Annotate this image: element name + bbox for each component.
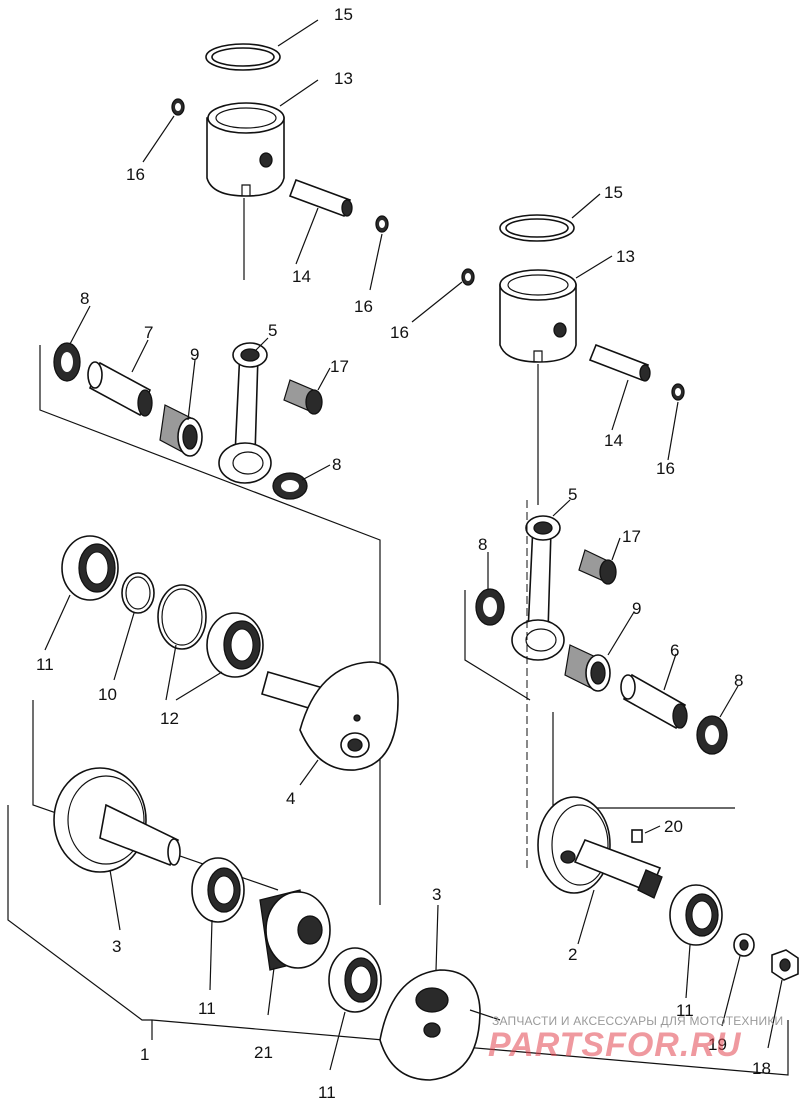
piston-pin-upper-left (288, 178, 353, 218)
needle-bearing-large-left (159, 404, 203, 457)
callout-nut: 18 (752, 1059, 771, 1078)
crankshaft-nut (771, 949, 799, 981)
woodruff-key (631, 829, 643, 843)
callout-rod-right: 5 (568, 485, 577, 504)
callout-flywheel-right: 3 (432, 885, 441, 904)
callout-bearing-large-right: 9 (632, 599, 641, 618)
main-bearing-left-top (61, 535, 119, 601)
callout-rod-left: 5 (268, 321, 277, 340)
circlip-upper-left-a (171, 98, 185, 116)
callout-key: 20 (664, 817, 683, 836)
callout-shaft: 2 (568, 945, 577, 964)
callout-bearing-left-top: 11 (36, 655, 54, 674)
callout-washer-left-a: 8 (80, 289, 89, 308)
flywheel-half-3-right (379, 969, 501, 1081)
leader-lines (44, 19, 783, 1071)
callout-pin-upper-right: 14 (604, 431, 623, 450)
lock-washer (733, 933, 755, 957)
piston-upper-right (499, 269, 577, 363)
thrust-washer-right-a (475, 588, 505, 626)
connecting-rod-left (218, 342, 272, 484)
callout-circlip-upper-right-b: 16 (656, 459, 675, 478)
crankshaft-half-2 (537, 796, 663, 899)
callout-seal: 21 (254, 1043, 273, 1062)
callout-crankpin-left: 7 (144, 323, 153, 342)
needle-bearing-small-left (283, 379, 323, 415)
main-bearing-bottom-c (669, 884, 723, 946)
callout-washer-right-a: 8 (478, 535, 487, 554)
watermark-logo: PARTSFOR.RU (488, 1026, 742, 1064)
shim-ring (121, 572, 155, 614)
piston-ring-upper-left (205, 43, 281, 71)
callout-washer: 19 (708, 1035, 727, 1054)
group-bracket-bottom-left (32, 700, 279, 891)
callout-flywheel-left: 3 (112, 937, 121, 956)
thrust-washer-right-b (696, 715, 728, 755)
callout-piston-upper-right: 13 (616, 247, 635, 266)
flywheel-half-4 (261, 661, 399, 771)
callout-washer-left-b: 8 (332, 455, 341, 474)
group-bracket-right-rod (464, 590, 531, 701)
flywheel-half-3-left (53, 767, 181, 873)
callout-piston-upper-left: 13 (334, 69, 353, 88)
callout-washer-right-b: 8 (734, 671, 743, 690)
callout-circlip-upper-left-b: 16 (354, 297, 373, 316)
connecting-rod-right (511, 515, 565, 661)
callout-bearing-large-left: 9 (190, 345, 199, 364)
callout-bearing-small-left: 17 (330, 357, 349, 376)
circlip-upper-right-a (461, 268, 475, 286)
needle-bearing-large-right (564, 644, 611, 692)
piston-upper-left (206, 102, 285, 197)
piston-ring-upper-right (499, 214, 575, 242)
callout-ring-upper-left: 15 (334, 5, 353, 24)
callout-pin-upper-left: 14 (292, 267, 311, 286)
callout-rings: 12 (160, 709, 179, 728)
bearing-crank-left (206, 612, 264, 678)
needle-bearing-small-right (578, 549, 617, 585)
thrust-washer-left-a (53, 342, 81, 382)
callout-flywheel-4: 4 (286, 789, 295, 808)
main-bearing-bottom-b (328, 947, 382, 1013)
callout-bearing-a: 11 (198, 999, 216, 1018)
retaining-rings (157, 584, 207, 650)
crankpin-right (620, 673, 688, 730)
assembly-bracket-1 (7, 805, 789, 1076)
crankpin-left (87, 361, 153, 417)
labyrinth-seal (259, 889, 331, 971)
callout-bearing-b: 11 (318, 1083, 336, 1102)
watermark-tagline: ЗАПЧАСТИ И АКСЕССУАРЫ ДЛЯ МОТОТЕХНИКИ (492, 1014, 784, 1028)
callout-shim: 10 (98, 685, 117, 704)
circlip-upper-left-b (375, 215, 389, 233)
circlip-upper-right-b (671, 383, 685, 401)
callout-circlip-upper-right-a: 16 (390, 323, 409, 342)
piston-pin-upper-right (588, 343, 651, 382)
main-bearing-bottom-a (191, 857, 245, 923)
thrust-washer-left-b (272, 472, 308, 500)
callout-bearing-small-right: 17 (622, 527, 641, 546)
callout-crankpin-right: 6 (670, 641, 679, 660)
callout-circlip-upper-left-a: 16 (126, 165, 145, 184)
callout-assembly: 1 (140, 1045, 149, 1064)
callout-bearing-c: 11 (676, 1001, 694, 1020)
callout-labels: 15 13 16 14 16 15 13 16 14 16 8 7 9 5 17… (36, 5, 771, 1102)
callout-ring-upper-right: 15 (604, 183, 623, 202)
